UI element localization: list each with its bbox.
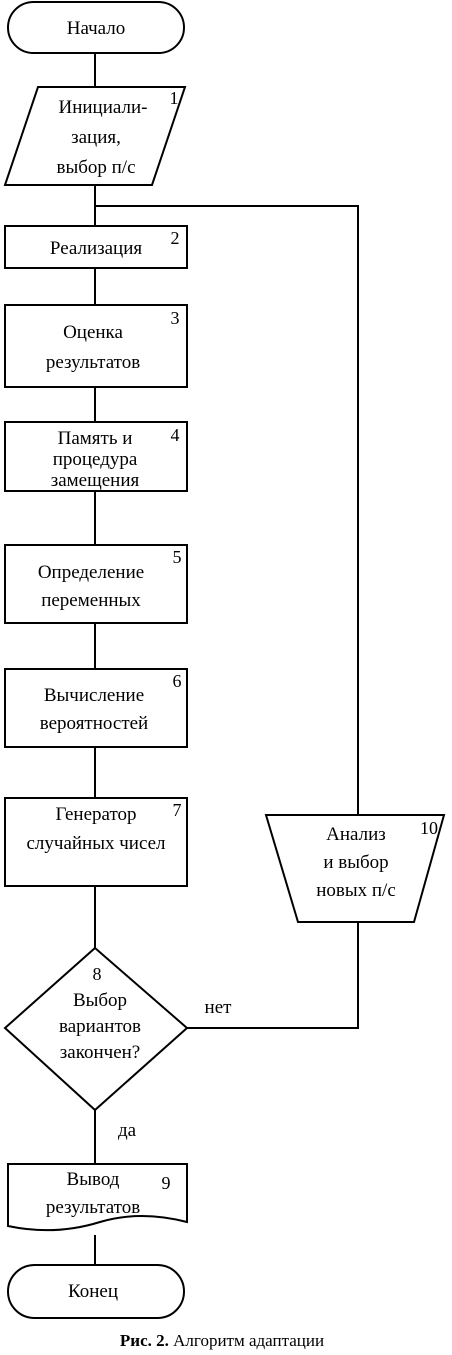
block-label-line: случайных чисел — [26, 833, 166, 854]
block-label-line: выбор п/с — [56, 157, 135, 178]
block-number: 5 — [173, 547, 182, 567]
block-label-line: Оценка — [63, 322, 123, 343]
block-label-line: вероятностей — [40, 713, 148, 734]
block-label-line: зация, — [71, 127, 121, 148]
block-output: 9 Вывод результатов — [7, 1163, 188, 1232]
block-number: 4 — [171, 425, 180, 445]
block-number: 9 — [162, 1173, 171, 1193]
block-label-line: Определение — [38, 562, 144, 583]
block-realization: 2 Реализация — [4, 225, 188, 269]
block-label-line: Память и — [58, 428, 133, 449]
connectors — [94, 53, 359, 1265]
block-probabilities: 6 Вычисление вероятностей — [4, 668, 188, 748]
block-memory: 4 Память и процедура замещения — [4, 421, 188, 492]
block-analysis: 10 Анализ и выбор новых п/с — [264, 814, 446, 923]
block-variables: 5 Определение переменных — [4, 544, 188, 624]
block-number: 3 — [171, 308, 180, 328]
block-label-line: замещения — [51, 470, 140, 491]
block-label-line: Вывод — [67, 1169, 120, 1190]
start-terminator: Начало — [7, 1, 185, 54]
block-evaluation: 3 Оценка результатов — [4, 304, 188, 388]
block-generator: 7 Генератор случайных чисел — [4, 797, 188, 887]
block-label-line: и выбор — [323, 852, 388, 873]
block-label-line: Анализ — [326, 824, 386, 845]
block-label-line: переменных — [41, 590, 141, 611]
block-number: 6 — [173, 671, 182, 691]
block-label-line: закончен? — [60, 1042, 140, 1063]
block-initialization: 1 Инициали- зация, выбор п/с — [3, 86, 187, 186]
figure-caption: Рис. 2. Алгоритм адаптации — [120, 1331, 324, 1350]
start-label: Начало — [67, 18, 126, 39]
edge-label-no: нет — [205, 997, 233, 1018]
block-label-line: Выбор — [73, 990, 127, 1011]
block-label-line: вариантов — [59, 1016, 141, 1037]
end-terminator: Конец — [7, 1264, 185, 1319]
block-label-line: процедура — [53, 449, 138, 470]
block-label-line: Генератор — [55, 804, 136, 825]
block-label-line: Вычисление — [44, 685, 144, 706]
caption-title: Алгоритм адаптации — [169, 1331, 324, 1350]
end-label: Конец — [68, 1281, 118, 1302]
block-number: 7 — [173, 800, 182, 820]
block-number: 8 — [93, 964, 102, 984]
block-label-line: результатов — [46, 352, 140, 373]
block-label-line: новых п/с — [316, 880, 396, 901]
decision-variants-done: 8 Выбор вариантов закончен? — [3, 946, 189, 1112]
edge-label-yes: да — [118, 1120, 137, 1141]
block-number: 1 — [170, 88, 179, 108]
caption-figure-number: Рис. 2. — [120, 1331, 169, 1350]
block-label-line: результатов — [46, 1197, 140, 1218]
block-number: 10 — [420, 818, 438, 838]
connector-8-no-to-10 — [187, 922, 359, 1029]
block-label-line: Инициали- — [59, 97, 148, 118]
loop-back-line — [95, 205, 359, 815]
block-number: 2 — [171, 228, 180, 248]
block-label-line: Реализация — [50, 238, 143, 259]
